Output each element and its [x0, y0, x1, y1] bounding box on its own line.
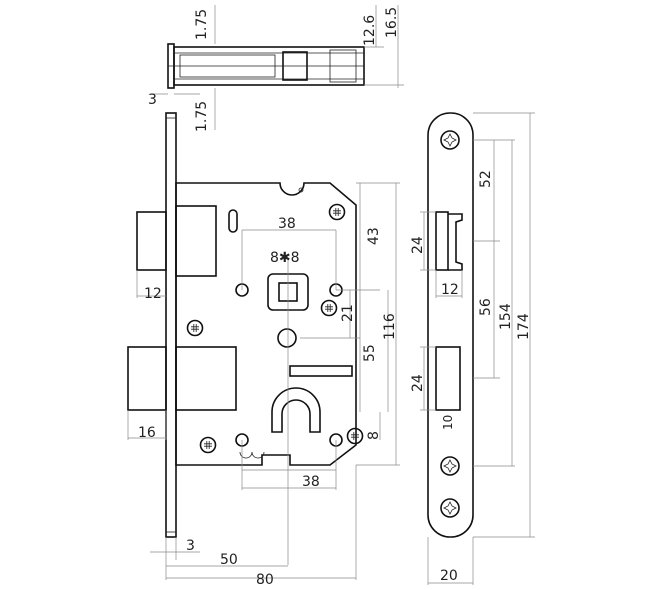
dim-24-a: 24	[410, 236, 426, 254]
bolt-opening	[435, 346, 461, 411]
strike-plate-view: 52 24 12 56 154 174 24 10 20	[410, 112, 535, 585]
dim-56: 56	[478, 298, 494, 316]
faceplate	[165, 112, 177, 538]
dim-16: 16	[138, 425, 156, 441]
dim-154: 154	[498, 303, 514, 330]
front-view: 38 8✱8 43 21 55 116 8 12 16 38 3 50 80	[127, 112, 400, 588]
dim-38-top: 38	[278, 216, 296, 232]
top-view: 1.75 12.6 16.5 3 1.75	[148, 5, 404, 132]
dim-top-1-75-b: 1.75	[194, 101, 210, 132]
latch-bolt	[136, 211, 167, 271]
dim-43: 43	[366, 227, 382, 245]
dim-8: 8	[366, 431, 382, 440]
cylinder-cutout	[271, 387, 321, 433]
dim-top-1-75-a: 1.75	[194, 9, 210, 40]
dim-50: 50	[220, 552, 238, 568]
dim-8x8: 8✱8	[270, 250, 300, 266]
dim-10: 10	[441, 415, 455, 430]
dim-116: 116	[382, 313, 398, 340]
dim-top-12-6: 12.6	[362, 15, 378, 46]
dim-top-3: 3	[148, 92, 157, 108]
dim-38-bottom: 38	[302, 474, 320, 490]
dim-12-plate: 12	[441, 282, 459, 298]
dim-24-b: 24	[410, 374, 426, 392]
dead-bolt	[127, 346, 167, 411]
dim-12-latch: 12	[144, 286, 162, 302]
dim-3-bottom: 3	[186, 538, 195, 554]
strike-plate	[427, 112, 474, 538]
dim-80: 80	[256, 572, 274, 588]
lock-case	[175, 182, 357, 466]
dim-top-16-5: 16.5	[384, 7, 400, 38]
dim-21: 21	[340, 304, 356, 322]
dim-55: 55	[362, 344, 378, 362]
dim-174: 174	[516, 313, 532, 340]
dim-20: 20	[440, 568, 458, 584]
latch-opening	[435, 211, 449, 271]
dim-52: 52	[478, 170, 494, 188]
